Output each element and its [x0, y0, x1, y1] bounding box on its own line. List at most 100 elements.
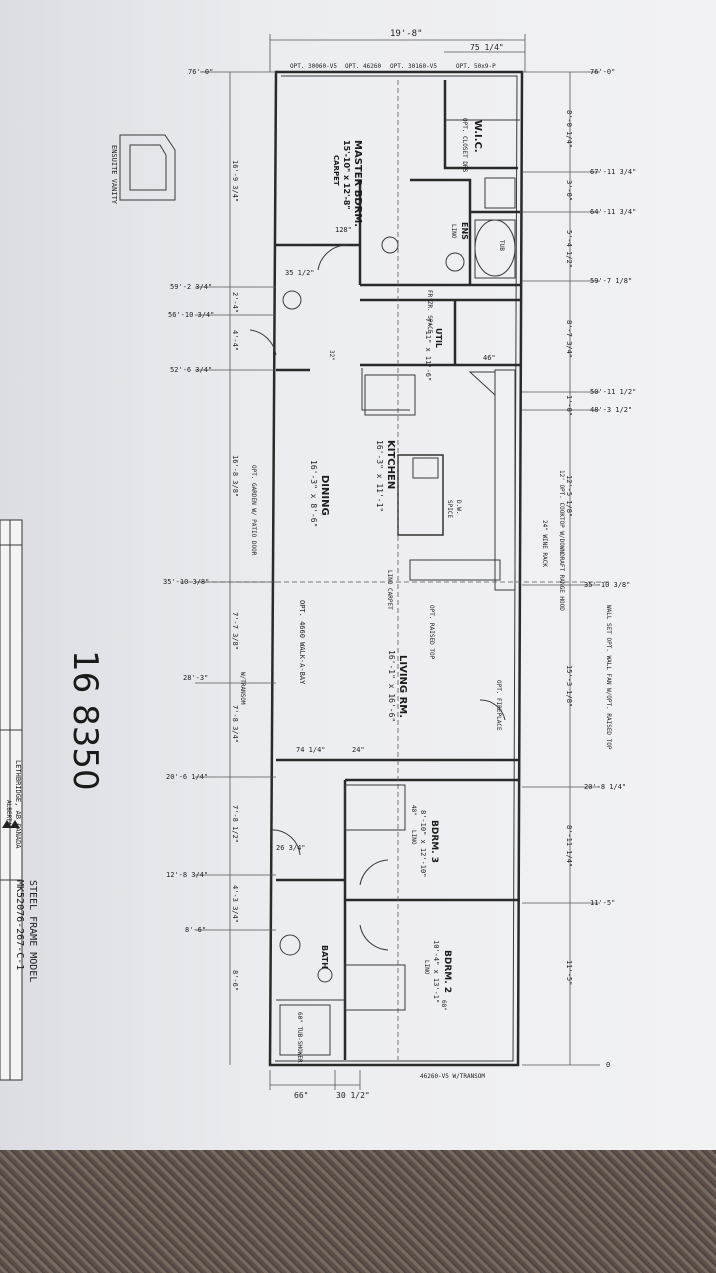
right-dim-9: 0: [606, 1061, 610, 1069]
left-seg-5: 7'-8 3/4": [231, 705, 239, 743]
top-window-3: OPT. 50x9-P: [456, 63, 496, 70]
right-seg-2: 5'-4 1/2": [565, 230, 573, 268]
dim-misc-3: 74 1/4": [296, 746, 326, 754]
left-seg-4: 7'-7 3/8": [231, 612, 239, 650]
exterior-walls: [268, 70, 524, 1067]
note-kitchen-right: 12' OPT. COOKTOP W/DOWNDRAFT RANGE HOOD: [558, 470, 565, 611]
title-company: LETHBRIDGE, AB CANADA: [14, 760, 22, 849]
room-master-name: MASTER BDRM.: [352, 140, 363, 227]
note-raised-top: OPT. RAISED TOP: [428, 605, 435, 660]
note-lino-carpet: LINO CARPET: [386, 570, 393, 610]
top-dim-0: 75 1/4": [470, 43, 504, 52]
left-dim-5: 28'-3": [183, 674, 208, 682]
door-swings: [249, 244, 506, 951]
right-dim-3: 59'-7 1/8": [590, 277, 632, 285]
interior-walls: [276, 80, 520, 1060]
dim-misc-8: 32": [328, 350, 335, 361]
note-fireplace: OPT. FIREPLACE: [495, 680, 502, 731]
annotations: OPT. GARDEN W/ PATIO DOOR OPT. 4660 WALK…: [239, 226, 612, 1063]
vanity-detail: ENSUITE VANITY: [110, 134, 176, 205]
left-dimensions: 76'-0" 59'-2 3/4" 56'-10 3/4" 52'-6 3/4"…: [163, 68, 276, 1065]
room-labels: MASTER BDRM. 15'-10" x 12'-8" CARPET W.I…: [309, 118, 483, 1003]
right-seg-7: 8'-11 1/4": [565, 825, 573, 867]
room-wic-name: W.I.C.: [472, 120, 483, 153]
top-window-2: OPT. 30160-V5: [390, 63, 437, 70]
right-seg-6: 15'-3 1/8": [565, 665, 573, 707]
right-dim-4: 50'-11 1/2": [590, 388, 636, 396]
left-seg-0: 16'-9 3/4": [231, 160, 239, 202]
left-dim-8: 8'-6": [185, 926, 206, 934]
room-bdrm3-name: BDRM. 3: [429, 820, 439, 863]
company-logo: [2, 820, 20, 828]
room-util-size: 7'-11" x 11'-6": [424, 318, 432, 381]
dim-misc-6: 48": [410, 805, 417, 816]
bottom-window: 46260-V5 W/TRANSOM: [420, 1073, 485, 1080]
bottom-dim-1: 30 1/2": [336, 1091, 370, 1100]
note-wine: 24" WINE RACK: [541, 520, 548, 567]
left-dim-0: 76'-0": [188, 68, 213, 76]
note-wall: WALL SET OPT. WALL FAN W/OPT. RAISED TOP: [605, 605, 612, 750]
left-dim-4: 35'-10 3/8": [163, 578, 209, 586]
left-seg-7: 4'-3 3/4": [231, 885, 239, 923]
room-kitchen-size: 16'-3" x 11'-1": [375, 440, 384, 512]
carpet-floor: [0, 1150, 716, 1273]
right-seg-5: 12'-5 1/8": [565, 475, 573, 517]
note-transom: W/TRANSOM: [239, 672, 246, 705]
dim-misc-5: 26 3/4": [276, 844, 306, 852]
room-bath-name: BATH: [320, 945, 329, 969]
left-seg-8: 8'-6": [231, 970, 239, 991]
room-living-size: 16'-1" x 16'-6": [387, 650, 396, 722]
overall-width: 19'-8": [390, 29, 423, 39]
right-dim-0: 76'-0": [590, 68, 615, 76]
right-seg-1: 3'-0": [565, 180, 573, 201]
left-seg-3: 16'-8 3/8": [231, 455, 239, 497]
right-seg-3: 8'-7 3/4": [565, 320, 573, 358]
room-util-name: UTIL: [434, 328, 443, 348]
room-bdrm2-floor: LINO: [423, 960, 430, 975]
left-dim-7: 12'-8 3/4": [166, 871, 208, 879]
left-seg-6: 7'-8 1/2": [231, 805, 239, 843]
handwritten-note: 16 8350: [65, 650, 105, 791]
model-number: MK52076-267-C-1: [14, 880, 25, 970]
top-window-1: OPT. 46260: [345, 63, 382, 70]
room-wic-note: OPT. CLOSET DRS: [461, 118, 468, 173]
room-dining-name: DINING: [319, 475, 330, 516]
note-tub: TUB: [498, 240, 505, 251]
room-bdrm3-size: 8'-10" x 12'-10": [419, 810, 427, 877]
dim-misc-2: 46": [483, 354, 496, 362]
room-bdrm2-size: 10'-4" x 13'-1": [432, 940, 440, 1003]
title-org: ALBERTA: [5, 800, 12, 826]
dim-misc-1: 35 1/2": [285, 269, 315, 277]
blueprint-sheet: [0, 0, 716, 1155]
left-dim-6: 20'-6 1/4": [166, 773, 208, 781]
dim-misc-7: 68": [440, 1000, 447, 1011]
right-dim-5: 48'-3 1/2": [590, 406, 632, 414]
width-dimension: 19'-8" 75 1/4" OPT. 30060-V5 OPT. 46260 …: [269, 29, 526, 72]
right-dim-8: 11'-5": [590, 899, 615, 907]
room-master-floor: CARPET: [332, 155, 340, 186]
left-dim-2: 56'-10 3/4": [168, 311, 214, 319]
room-bdrm2-name: BDRM. 2: [442, 950, 452, 993]
note-dw: D.W.: [455, 500, 462, 514]
bath-fixtures: [279, 177, 516, 1056]
note-patio: OPT. GARDEN W/ PATIO DOOR: [250, 465, 257, 556]
model-title: STEEL FRAME MODEL: [27, 880, 38, 982]
kitchen-fixtures: [364, 369, 516, 591]
right-seg-8: 11'-5": [565, 960, 573, 985]
dim-misc-0: 128": [335, 226, 352, 234]
note-fr-space: FR'ZR. SPACE: [426, 290, 433, 334]
room-living-name: LIVING RM.: [397, 655, 408, 718]
right-dim-1: 67'-11 3/4": [590, 168, 636, 176]
room-ens-name: ENS: [460, 222, 469, 240]
room-master-size: 15'-10" x 12'-8": [342, 140, 351, 210]
right-dimensions: 76'-0" 67'-11 3/4" 64'-11 3/4" 59'-7 1/8…: [522, 68, 636, 1069]
right-dim-2: 64'-11 3/4": [590, 208, 636, 216]
left-dim-3: 52'-6 3/4": [170, 366, 212, 374]
room-bdrm3-floor: LINO: [410, 830, 417, 845]
left-seg-1: 2'-4": [231, 292, 239, 313]
dim-misc-4: 24": [352, 746, 365, 754]
vanity-label: ENSUITE VANITY: [110, 145, 118, 205]
bottom-dimensions: 66" 30 1/2" 46260-V5 W/TRANSOM: [269, 1070, 485, 1100]
right-seg-4: 1'-0": [565, 395, 573, 416]
